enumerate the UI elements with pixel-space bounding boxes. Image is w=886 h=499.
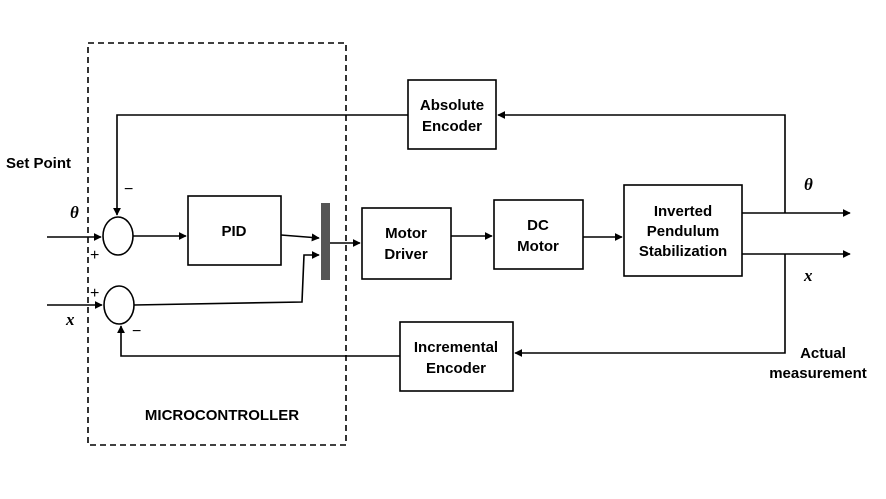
inverted-pendulum-label-2: Pendulum — [647, 223, 720, 240]
x-output-label: x — [803, 266, 813, 285]
x-plus-sign: + — [90, 285, 99, 302]
inverted-pendulum-label-3: Stabilization — [639, 243, 727, 260]
theta-input-label: θ — [70, 203, 79, 222]
dc-motor-label-1: DC — [527, 217, 549, 234]
motor-driver-label-2: Driver — [384, 246, 428, 263]
theta-plus-sign: + — [90, 247, 99, 264]
incremental-encoder-label-2: Encoder — [426, 360, 486, 377]
motor-driver-label-1: Motor — [385, 225, 427, 242]
set-point-label: Set Point — [6, 155, 71, 172]
microcontroller-label: MICROCONTROLLER — [145, 407, 299, 424]
dc-motor-label-2: Motor — [517, 238, 559, 255]
absolute-encoder-block: Absolute Encoder — [407, 79, 497, 150]
x-input-label: x — [65, 310, 75, 329]
x-summing-junction — [103, 285, 135, 325]
x-feedback-to-incremental-encoder — [514, 254, 786, 357]
dc-motor-block: DC Motor — [493, 199, 584, 270]
incremental-encoder-to-x-summer — [117, 325, 400, 357]
incremental-encoder-block: Incremental Encoder — [399, 321, 514, 392]
absolute-encoder-to-theta-summer — [113, 114, 408, 216]
theta-summing-junction — [102, 216, 134, 256]
absolute-encoder-label-2: Encoder — [422, 118, 482, 135]
actual-measurement-label-1: Actual — [800, 345, 846, 362]
absolute-encoder-label-1: Absolute — [420, 97, 484, 114]
inverted-pendulum-label-1: Inverted — [654, 203, 712, 220]
x-minus-sign: − — [132, 323, 141, 340]
inverted-pendulum-block: Inverted Pendulum Stabilization — [623, 184, 743, 277]
incremental-encoder-label-1: Incremental — [414, 339, 498, 356]
motor-driver-block: Motor Driver — [361, 207, 452, 280]
actual-measurement-label-2: measurement — [769, 365, 867, 382]
signal-combiner-bar — [321, 203, 330, 280]
theta-output-label: θ — [804, 175, 813, 194]
theta-minus-sign: − — [124, 181, 133, 198]
pid-block: PID — [187, 195, 282, 266]
pid-to-combiner-arrow — [280, 233, 320, 242]
pid-label: PID — [221, 223, 246, 240]
theta-feedback-to-absolute-encoder — [497, 111, 786, 213]
x-summer-to-combiner-arrow — [133, 251, 320, 306]
